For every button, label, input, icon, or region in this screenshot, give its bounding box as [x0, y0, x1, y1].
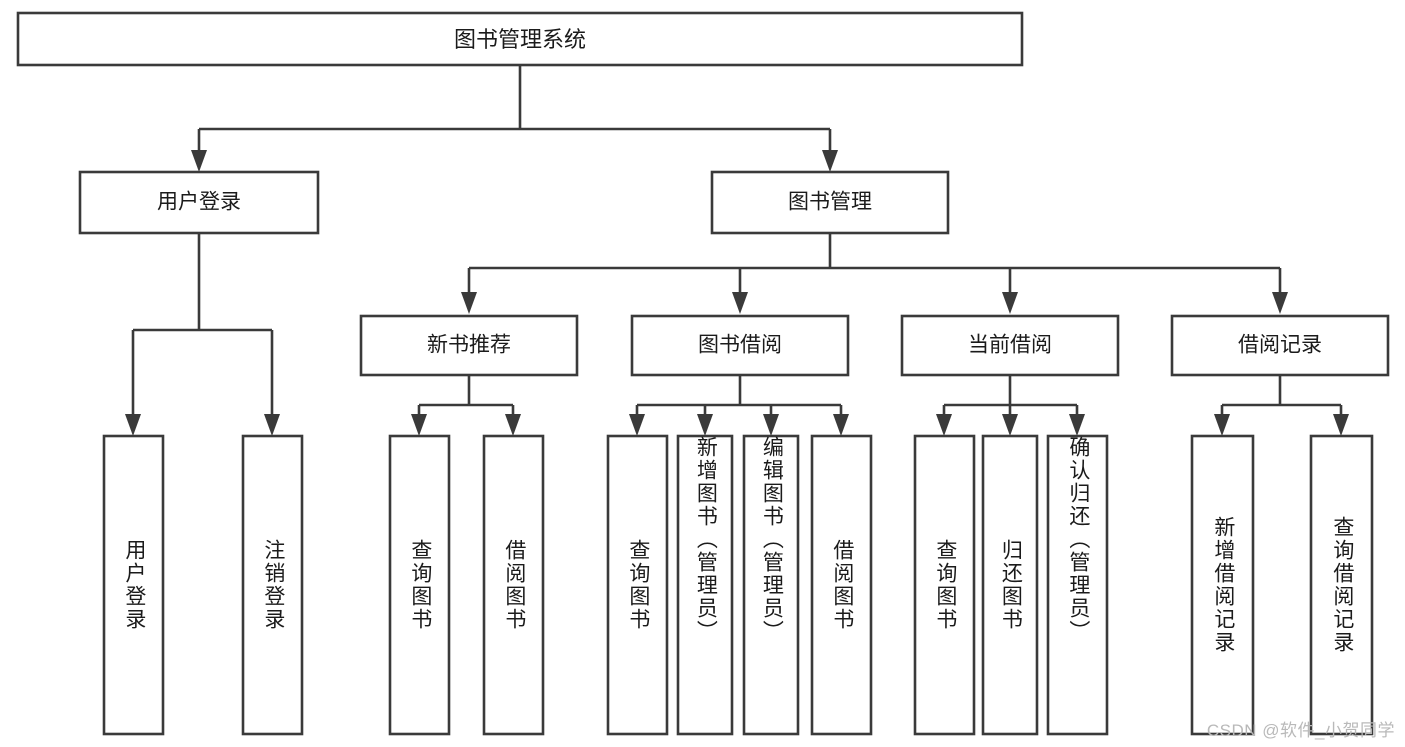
- node-book-manage-label: 图书管理: [788, 191, 872, 214]
- arrow-heads: [125, 150, 1349, 436]
- node-current-borrow-label: 当前借阅: [968, 334, 1052, 357]
- node-leaf-box[interactable]: [742, 434, 800, 736]
- node-borrow-record-label: 借阅记录: [1238, 334, 1322, 357]
- arrowhead-ul-leaf-2: [264, 414, 280, 436]
- arrowhead-ul-leaf-1: [125, 414, 141, 436]
- node-book-borrow-box[interactable]: [630, 314, 850, 377]
- node-leaf-box[interactable]: [1046, 434, 1109, 736]
- arrowhead-bb-leaf-2: [697, 414, 713, 436]
- node-leaf-box[interactable]: [241, 434, 304, 736]
- arrowhead-current-borrow: [1002, 292, 1018, 314]
- node-borrow-record-box[interactable]: [1170, 314, 1390, 377]
- node-leaf-box[interactable]: [913, 434, 976, 736]
- connector-edges: [131, 65, 1343, 414]
- arrowhead-book-manage: [822, 150, 838, 172]
- node-user-login-box[interactable]: [78, 170, 320, 235]
- node-boxes: 图书管理系统 用户登录 图书管理 新书推荐 图书借阅 当前借阅 借阅记录: [16, 11, 1390, 736]
- node-user-login-label: 用户登录: [157, 191, 241, 214]
- node-current-borrow-box[interactable]: [900, 314, 1120, 377]
- node-leaf-box[interactable]: [810, 434, 873, 736]
- node-leaf-box[interactable]: [482, 434, 545, 736]
- arrowhead-nb-leaf-2: [505, 414, 521, 436]
- arrowhead-br-leaf-2: [1333, 414, 1349, 436]
- node-leaf-box[interactable]: [1309, 434, 1374, 736]
- node-leaf-box[interactable]: [676, 434, 734, 736]
- node-leaf-box[interactable]: [981, 434, 1039, 736]
- node-root-box[interactable]: [16, 11, 1024, 67]
- arrowhead-nb-leaf-1: [411, 414, 427, 436]
- node-new-book-box[interactable]: [359, 314, 579, 377]
- node-book-borrow-label: 图书借阅: [698, 334, 782, 357]
- arrowhead-borrow-record: [1272, 292, 1288, 314]
- arrowhead-bb-leaf-3: [763, 414, 779, 436]
- arrowhead-cb-leaf-2: [1002, 414, 1018, 436]
- arrowhead-book-borrow: [732, 292, 748, 314]
- node-new-book-label: 新书推荐: [427, 334, 511, 357]
- node-leaf-box[interactable]: [388, 434, 451, 736]
- arrowhead-br-leaf-1: [1214, 414, 1230, 436]
- node-leaf-box[interactable]: [1190, 434, 1255, 736]
- node-root-label: 图书管理系统: [454, 27, 586, 52]
- arrowhead-cb-leaf-1: [936, 414, 952, 436]
- arrowhead-user-login: [191, 150, 207, 172]
- watermark: CSDN @软件_小贺同学: [1206, 721, 1395, 740]
- node-leaf-box[interactable]: [606, 434, 669, 736]
- arrowhead-bb-leaf-4: [833, 414, 849, 436]
- node-book-manage-box[interactable]: [710, 170, 950, 235]
- node-leaf-box[interactable]: [102, 434, 165, 736]
- arrowhead-new-book: [461, 292, 477, 314]
- arrowhead-cb-leaf-3: [1069, 414, 1085, 436]
- arrowhead-bb-leaf-1: [629, 414, 645, 436]
